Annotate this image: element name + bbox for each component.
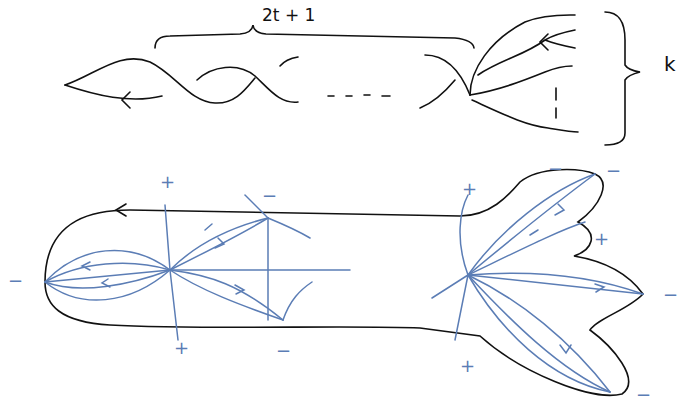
sign-label: + (594, 230, 609, 248)
sign-label: − (636, 386, 651, 404)
front-projection (65, 12, 640, 145)
sign-label: − (663, 286, 678, 304)
sign-label: − (276, 342, 291, 360)
sign-label: + (460, 357, 475, 375)
sign-label: − (606, 162, 621, 180)
surface-outline (45, 170, 643, 396)
sign-label: + (160, 173, 175, 191)
sign-label: + (462, 180, 477, 198)
foliation-lines (45, 174, 643, 392)
sign-label: − (8, 272, 23, 290)
math-label: k (664, 54, 676, 74)
math-label: 2t + 1 (262, 7, 315, 24)
sign-label: − (262, 187, 277, 205)
sign-label: − (548, 160, 563, 178)
sign-label: + (174, 339, 189, 357)
